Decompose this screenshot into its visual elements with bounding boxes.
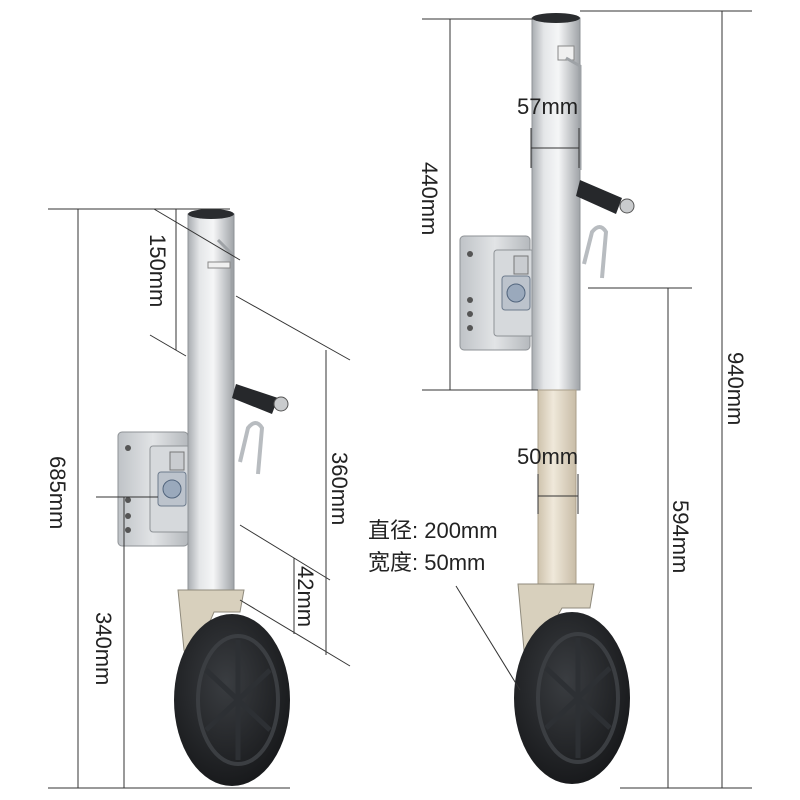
right-dim-tube-diameter-label: 57mm bbox=[517, 94, 578, 119]
left-safety-pin bbox=[238, 421, 265, 475]
wheel-diameter-label: 直径: 200mm bbox=[368, 518, 498, 543]
left-jack-illustration bbox=[117, 209, 290, 786]
right-outer-tube bbox=[531, 13, 582, 391]
right-mounting-plate bbox=[459, 235, 535, 351]
left-dim-mount-to-wheel-label: 42mm bbox=[293, 566, 318, 627]
wheel-width-label: 宽度: 50mm bbox=[368, 550, 485, 575]
left-outer-tube bbox=[187, 209, 235, 595]
right-inner-tube bbox=[537, 389, 577, 591]
left-crank-handle bbox=[232, 384, 289, 414]
right-dim-total-height-label: 940mm bbox=[723, 352, 748, 425]
left-dim-crank-to-mount-label: 360mm bbox=[327, 452, 352, 525]
right-dim-mount-to-ground-label: 594mm bbox=[668, 500, 693, 573]
right-wheel bbox=[514, 612, 630, 784]
left-wheel bbox=[174, 614, 290, 786]
left-mounting-plate bbox=[117, 431, 191, 547]
right-dimension-lines bbox=[422, 10, 752, 789]
left-dimension-lines bbox=[48, 208, 351, 789]
right-crank-handle bbox=[576, 180, 635, 214]
right-dim-inner-tube-label: 50mm bbox=[517, 444, 578, 469]
left-dim-mount-to-ground-label: 340mm bbox=[91, 612, 116, 685]
left-dim-top-offset-label: 150mm bbox=[145, 234, 170, 307]
right-jack-illustration bbox=[459, 13, 635, 784]
right-dim-upper-section-label: 440mm bbox=[417, 162, 442, 235]
right-safety-pin bbox=[582, 225, 609, 279]
left-dim-total-height-label: 685mm bbox=[45, 456, 70, 529]
